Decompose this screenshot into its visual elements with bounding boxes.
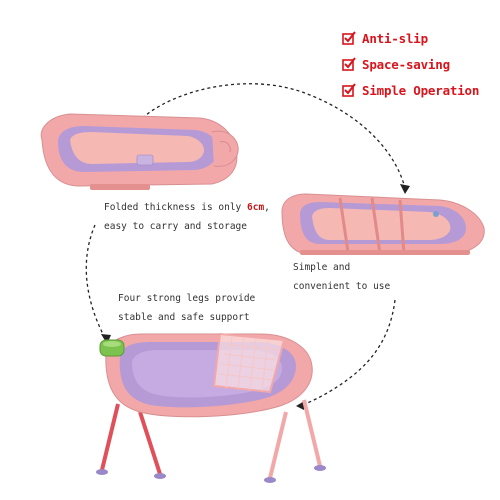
- feature-list: Anti-slip Space-saving Simple Operation: [342, 26, 500, 104]
- open-tub-with-legs-image: [96, 332, 326, 483]
- caption-legs-line2: stable and safe support: [118, 312, 250, 323]
- feature-item: Space-saving: [342, 52, 500, 76]
- caption-folded-thickness: Folded thickness is only 6cm, easy to ca…: [104, 198, 270, 236]
- caption-strong-legs: Four strong legs provide stable and safe…: [118, 289, 255, 327]
- arrow-right: [301, 299, 396, 406]
- caption-simple-line1: Simple and: [293, 262, 351, 273]
- caption-folded-line1: Folded thickness is only 6cm,: [104, 198, 270, 217]
- feature-item: Anti-slip: [342, 26, 500, 50]
- checked-box-icon: [342, 83, 356, 97]
- feature-item: Simple Operation: [342, 78, 500, 102]
- soap-holder: [99, 339, 125, 357]
- caption-simple-convenient: Simple and convenient to use: [293, 258, 390, 296]
- checked-box-icon: [342, 57, 356, 71]
- bath-net: [212, 332, 286, 394]
- arrowhead-left: [101, 334, 111, 344]
- feature-label-anti-slip: Anti-slip: [362, 30, 428, 46]
- folded-tub-image: [40, 113, 239, 190]
- dashed-flow-arrows: [85, 83, 406, 406]
- caption-text: Folded thickness is only: [104, 202, 247, 213]
- caption-text: ,: [264, 202, 270, 213]
- caption-legs-line1: Four strong legs provide: [118, 293, 256, 304]
- arrow-top: [137, 83, 406, 189]
- checked-box-icon: [342, 31, 356, 45]
- tub-folded-stand-image: [281, 193, 485, 255]
- arrow-left: [85, 224, 106, 339]
- arrowhead-top: [400, 184, 410, 194]
- feature-label-space-saving: Space-saving: [362, 56, 450, 72]
- thickness-value: 6cm: [247, 202, 265, 213]
- caption-folded-line2: easy to carry and storage: [104, 221, 247, 232]
- feature-label-simple-operation: Simple Operation: [362, 82, 480, 98]
- caption-simple-line2: convenient to use: [293, 281, 391, 292]
